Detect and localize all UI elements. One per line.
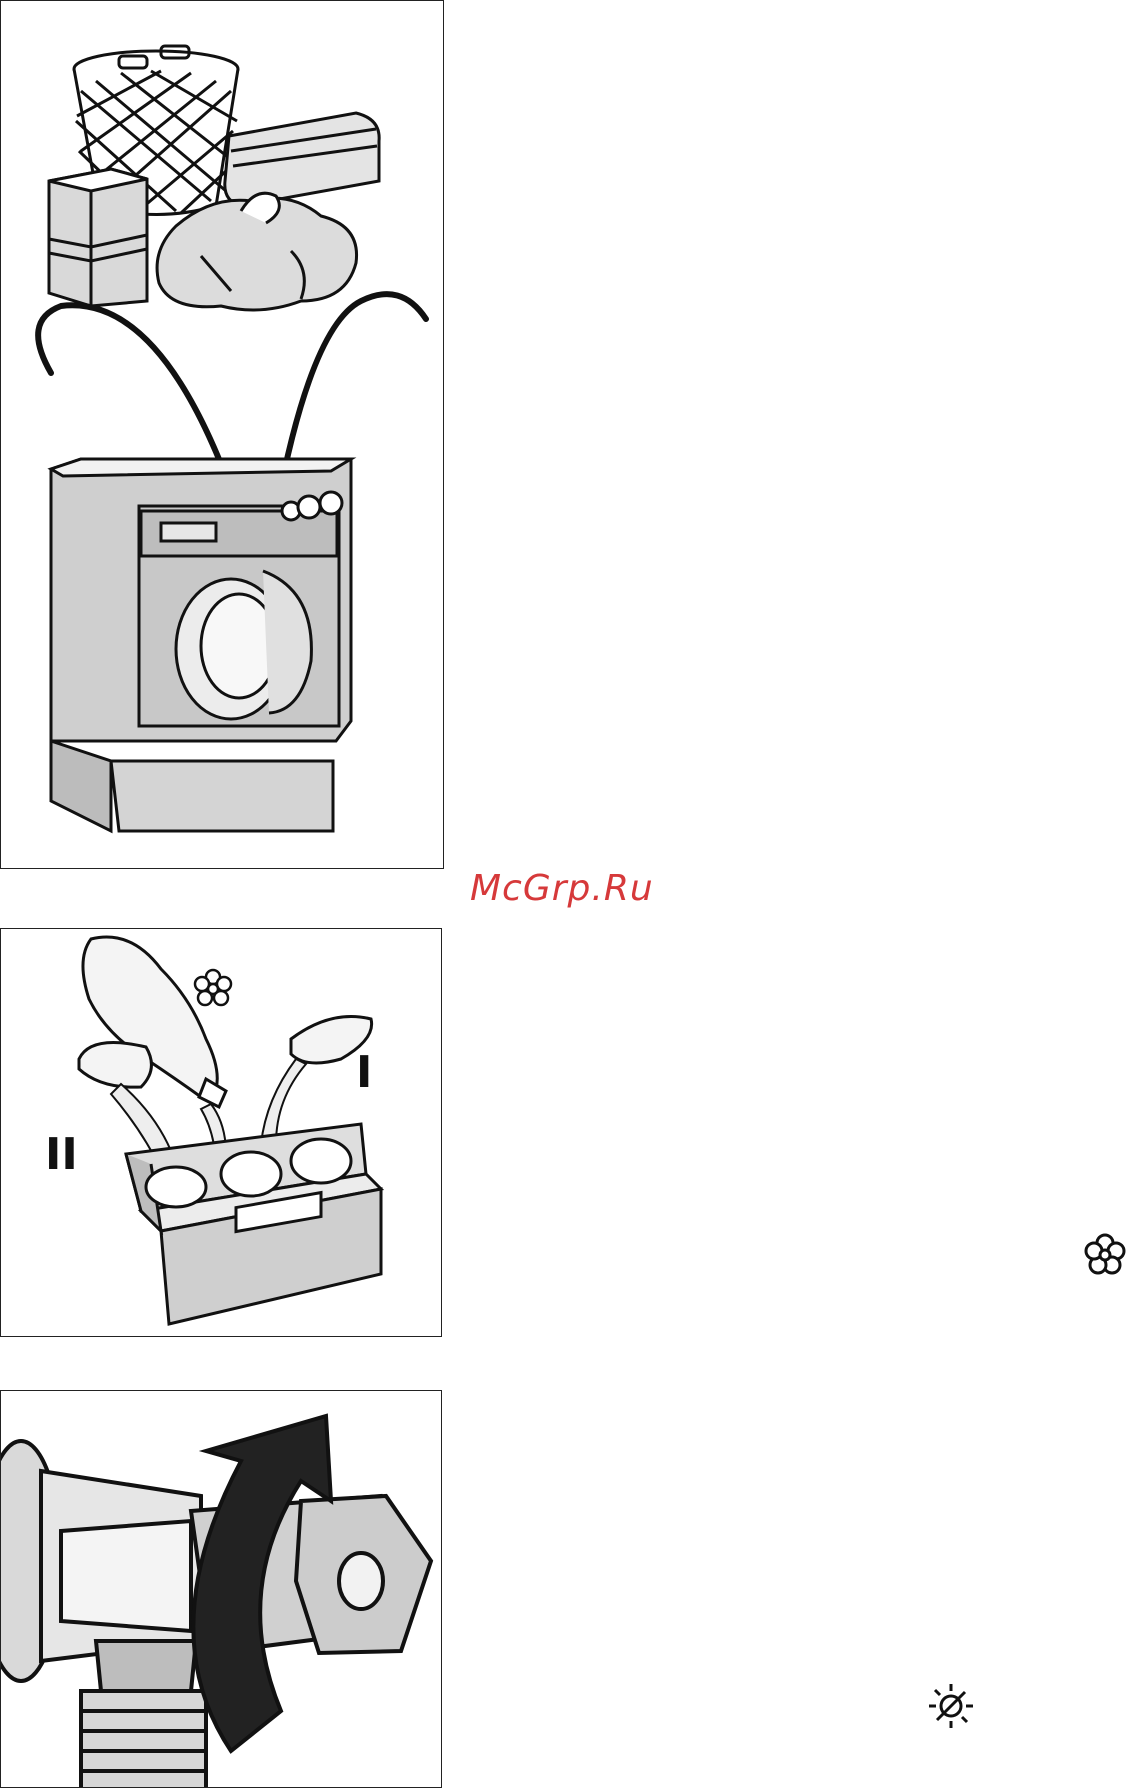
water-tap-drawing bbox=[1, 1391, 442, 1788]
dispenser-drawer-icon bbox=[126, 1124, 381, 1324]
detergent-box-icon bbox=[49, 169, 147, 306]
softener-flower-icon bbox=[195, 970, 231, 1005]
compartment-two-label: II bbox=[45, 1129, 78, 1180]
compartment-one-label: I bbox=[356, 1047, 372, 1098]
illustration-load-laundry bbox=[0, 0, 444, 869]
load-laundry-drawing bbox=[1, 1, 444, 869]
illustration-open-water-tap bbox=[0, 1390, 442, 1788]
illustration-detergent-dispenser: II I bbox=[0, 928, 442, 1337]
sun-crossed-icon bbox=[925, 1680, 977, 1732]
watermark-text: McGrp.Ru bbox=[470, 868, 654, 909]
folded-towels-icon bbox=[225, 113, 379, 206]
softener-flower-icon bbox=[1080, 1230, 1130, 1280]
washing-machine-icon bbox=[51, 459, 351, 831]
